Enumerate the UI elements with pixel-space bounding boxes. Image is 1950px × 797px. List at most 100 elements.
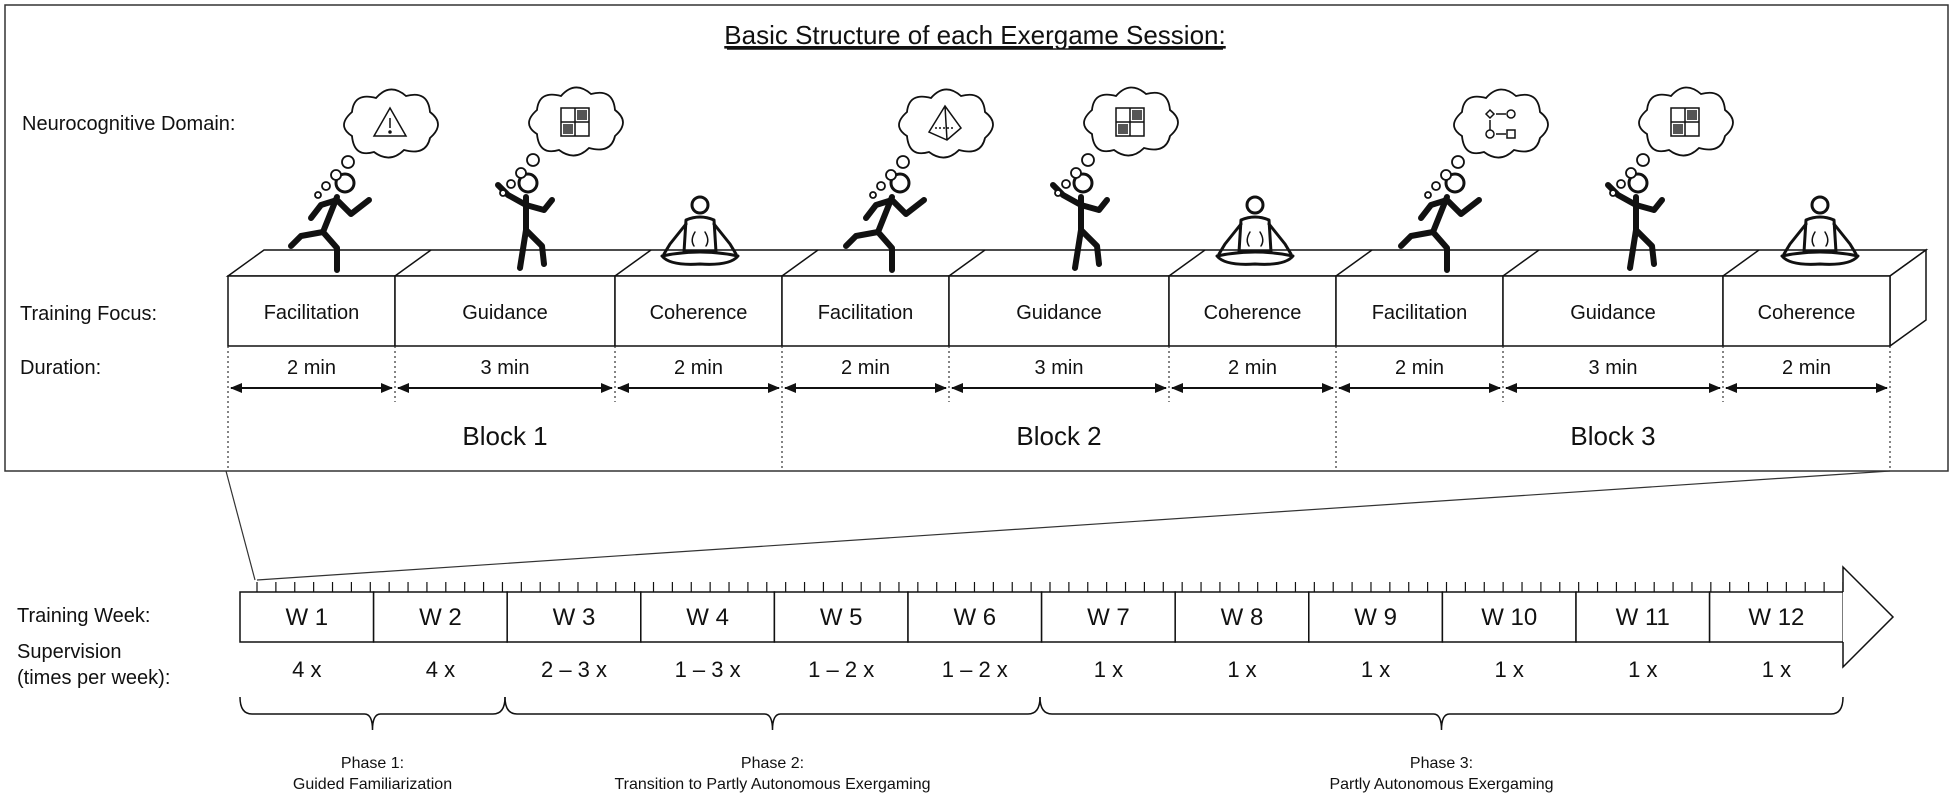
week-box — [1040, 591, 1176, 643]
bar-top-divider — [1335, 249, 1373, 277]
duration-row-label: Duration: — [20, 357, 101, 379]
thought-cloud — [1609, 86, 1734, 197]
supervision-value: 1 – 2 x — [808, 657, 874, 682]
session-frame — [4, 4, 1949, 472]
pyramid-icon — [927, 104, 963, 141]
week-label: W 8 — [1221, 604, 1264, 631]
grid-puzzle-icon — [1115, 107, 1145, 137]
segment-focus-label: Facilitation — [264, 302, 360, 324]
block-label: Block 1 — [462, 421, 547, 451]
bar-top-divider — [394, 249, 432, 277]
week-box — [506, 591, 642, 643]
warning-triangle-icon — [372, 106, 408, 137]
zoom-line-left — [225, 470, 256, 581]
week-label: W 4 — [686, 604, 729, 631]
supervision-label-line2: (times per week): — [17, 667, 170, 689]
bar-top-divider — [1502, 249, 1540, 277]
phase-title: Phase 3: — [1410, 755, 1473, 772]
week-box — [773, 591, 909, 643]
bar-top-divider — [781, 249, 819, 277]
segment-duration-label: 2 min — [841, 357, 890, 379]
segment-duration-label: 2 min — [1228, 357, 1277, 379]
segment-duration-label: 3 min — [1035, 357, 1084, 379]
phase-title: Phase 2: — [741, 755, 804, 772]
week-label: W 5 — [820, 604, 863, 631]
week-box — [640, 591, 776, 643]
segment-focus-label: Coherence — [1758, 302, 1856, 324]
thought-cloud — [869, 88, 994, 199]
week-box — [1441, 591, 1577, 643]
supervision-value: 2 – 3 x — [541, 657, 607, 682]
supervision-value: 1 – 3 x — [675, 657, 741, 682]
supervision-value: 1 x — [1628, 657, 1657, 682]
bar-top-divider — [614, 249, 652, 277]
thought-cloud — [314, 88, 439, 199]
segment-focus-label: Guidance — [1570, 302, 1656, 324]
segment-box — [394, 275, 616, 347]
week-box — [1708, 591, 1844, 643]
segment-duration-label: 2 min — [287, 357, 336, 379]
phase-brace — [504, 696, 1041, 731]
segment-duration-label: 2 min — [1395, 357, 1444, 379]
phase-subtitle: Transition to Partly Autonomous Exergami… — [614, 776, 930, 793]
phase-subtitle: Partly Autonomous Exergaming — [1329, 776, 1553, 793]
phase-brace — [1039, 696, 1844, 731]
phase-subtitle: Guided Familiarization — [293, 776, 452, 793]
week-label: W 3 — [553, 604, 596, 631]
segment-duration-label: 3 min — [1589, 357, 1638, 379]
supervision-value: 1 – 2 x — [942, 657, 1008, 682]
phase-brace — [239, 696, 506, 731]
focus-row-label: Training Focus: — [20, 303, 157, 325]
supervision-value: 1 x — [1227, 657, 1256, 682]
bar-top-divider — [1722, 249, 1760, 277]
segment-focus-label: Coherence — [650, 302, 748, 324]
supervision-value: 4 x — [292, 657, 321, 682]
thought-cloud — [1424, 88, 1549, 199]
segment-box — [781, 275, 950, 347]
session-title: Basic Structure of each Exergame Session… — [724, 20, 1225, 50]
segment-duration-label: 3 min — [481, 357, 530, 379]
zoom-line-right — [256, 470, 1891, 581]
thought-cloud — [1054, 86, 1179, 197]
flowchart-icon — [1484, 108, 1516, 139]
supervision-value: 1 x — [1495, 657, 1524, 682]
supervision-value: 1 x — [1762, 657, 1791, 682]
block-label: Block 3 — [1570, 421, 1655, 451]
week-label: W 9 — [1354, 604, 1397, 631]
running-figure-icon — [1398, 172, 1482, 273]
week-label: W 11 — [1616, 604, 1670, 631]
bar-top-divider — [1168, 249, 1206, 277]
thought-cloud — [499, 86, 624, 197]
week-label: W 7 — [1087, 604, 1130, 631]
block-label: Block 2 — [1016, 421, 1101, 451]
week-box — [372, 591, 508, 643]
meditating-figure-icon — [1215, 195, 1295, 266]
phase-title: Phase 1: — [341, 755, 404, 772]
segment-box — [614, 275, 783, 347]
segment-focus-label: Facilitation — [1372, 302, 1468, 324]
stepping-figure-icon — [1605, 172, 1665, 271]
week-row-label: Training Week: — [17, 605, 150, 627]
segment-duration-label: 2 min — [1782, 357, 1831, 379]
supervision-value: 1 x — [1361, 657, 1390, 682]
week-label: W 1 — [285, 604, 328, 631]
segment-focus-label: Coherence — [1204, 302, 1302, 324]
grid-puzzle-icon — [560, 107, 590, 137]
stepping-figure-icon — [1050, 172, 1110, 271]
week-label: W 2 — [419, 604, 462, 631]
domain-row-label: Neurocognitive Domain: — [22, 113, 235, 135]
segment-focus-label: Guidance — [1016, 302, 1102, 324]
week-box — [239, 591, 375, 643]
stepping-figure-icon — [495, 172, 555, 271]
timeline-arrow-head — [1842, 565, 1895, 669]
segment-box — [227, 275, 396, 347]
segment-duration-label: 2 min — [674, 357, 723, 379]
meditating-figure-icon — [1780, 195, 1860, 266]
segment-focus-label: Guidance — [462, 302, 548, 324]
supervision-label-line1: Supervision — [17, 641, 122, 663]
running-figure-icon — [288, 172, 372, 273]
bar-top-divider — [948, 249, 986, 277]
supervision-value: 4 x — [426, 657, 455, 682]
grid-puzzle-icon — [1670, 107, 1700, 137]
